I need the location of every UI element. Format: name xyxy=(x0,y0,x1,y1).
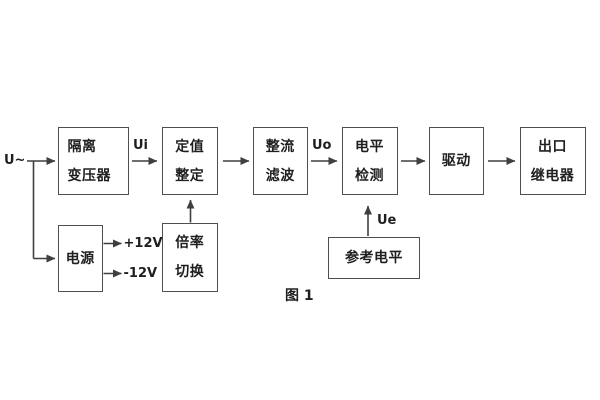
block-label: 电源 xyxy=(65,250,95,267)
block-value-setting: 定值 整定 xyxy=(162,127,218,195)
block-reference-level: 参考电平 xyxy=(328,236,420,279)
block-label: 整流 xyxy=(265,138,295,155)
signal-label-minus12v: -12V xyxy=(123,266,158,281)
signal-label-u-input: U~ xyxy=(4,153,26,168)
block-level-detection: 电平 检测 xyxy=(341,127,398,195)
block-label: 整定 xyxy=(175,167,205,184)
block-label: 倍率 xyxy=(175,235,205,251)
block-ratio-switch: 倍率 切换 xyxy=(162,223,218,292)
block-label: 检测 xyxy=(355,167,384,184)
block-label: 电平 xyxy=(355,138,384,155)
signal-label-ue: Ue xyxy=(377,213,397,228)
block-label: 定值 xyxy=(175,138,205,155)
figure-caption: 图 1 xyxy=(285,288,314,304)
block-label: 驱动 xyxy=(441,153,471,169)
signal-label-ui: Ui xyxy=(133,138,149,153)
signal-label-plus12v: +12V xyxy=(123,236,163,251)
block-label: 变压器 xyxy=(67,167,111,184)
block-label: 出口 xyxy=(538,138,567,155)
block-label: 参考电平 xyxy=(345,249,403,266)
block-rectifier-filter: 整流 滤波 xyxy=(253,127,308,195)
signal-label-uo: Uo xyxy=(312,138,332,153)
block-label: 切换 xyxy=(175,264,205,280)
block-driver: 驱动 xyxy=(429,127,484,195)
block-label: 滤波 xyxy=(265,167,295,184)
block-label: 隔离 xyxy=(67,138,97,155)
block-output-relay: 出口 继电器 xyxy=(519,127,586,195)
block-label: 继电器 xyxy=(530,167,575,184)
block-isolation-transformer: 隔离 变压器 xyxy=(57,127,129,195)
block-power-supply: 电源 xyxy=(57,225,103,292)
